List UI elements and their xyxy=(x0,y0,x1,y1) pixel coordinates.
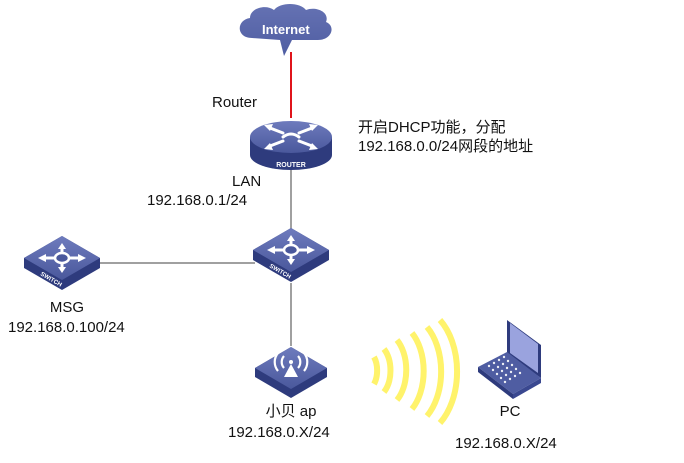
internet-label: Internet xyxy=(262,22,310,37)
ap-ip-label: 192.168.0.X/24 xyxy=(228,424,330,441)
cloud-icon xyxy=(239,4,332,56)
ap-name-label: 小贝 ap xyxy=(265,403,317,420)
router-lan-interface-label: LAN xyxy=(232,173,262,190)
wifi-signal-icon xyxy=(371,318,461,425)
pc-ip-label: 192.168.0.X/24 xyxy=(455,435,557,452)
switch-icon: SWITCH xyxy=(253,228,329,282)
switch-icon: SWITCH xyxy=(24,236,100,290)
pc-name-label: PC xyxy=(499,403,521,420)
router-icon: ROUTER xyxy=(250,121,332,170)
router-lan-ip-label: 192.168.0.1/24 xyxy=(147,192,248,209)
msg-name-label: MSG xyxy=(49,299,85,316)
dhcp-note-line1: 开启DHCP功能，分配 xyxy=(358,119,506,136)
router-badge: ROUTER xyxy=(276,162,306,169)
router-label: Router xyxy=(212,94,258,111)
wireless-ap-icon xyxy=(255,347,327,398)
laptop-icon xyxy=(478,320,541,399)
dhcp-note-line2: 192.168.0.0/24网段的地址 xyxy=(358,138,534,155)
msg-ip-label: 192.168.0.100/24 xyxy=(8,319,125,336)
